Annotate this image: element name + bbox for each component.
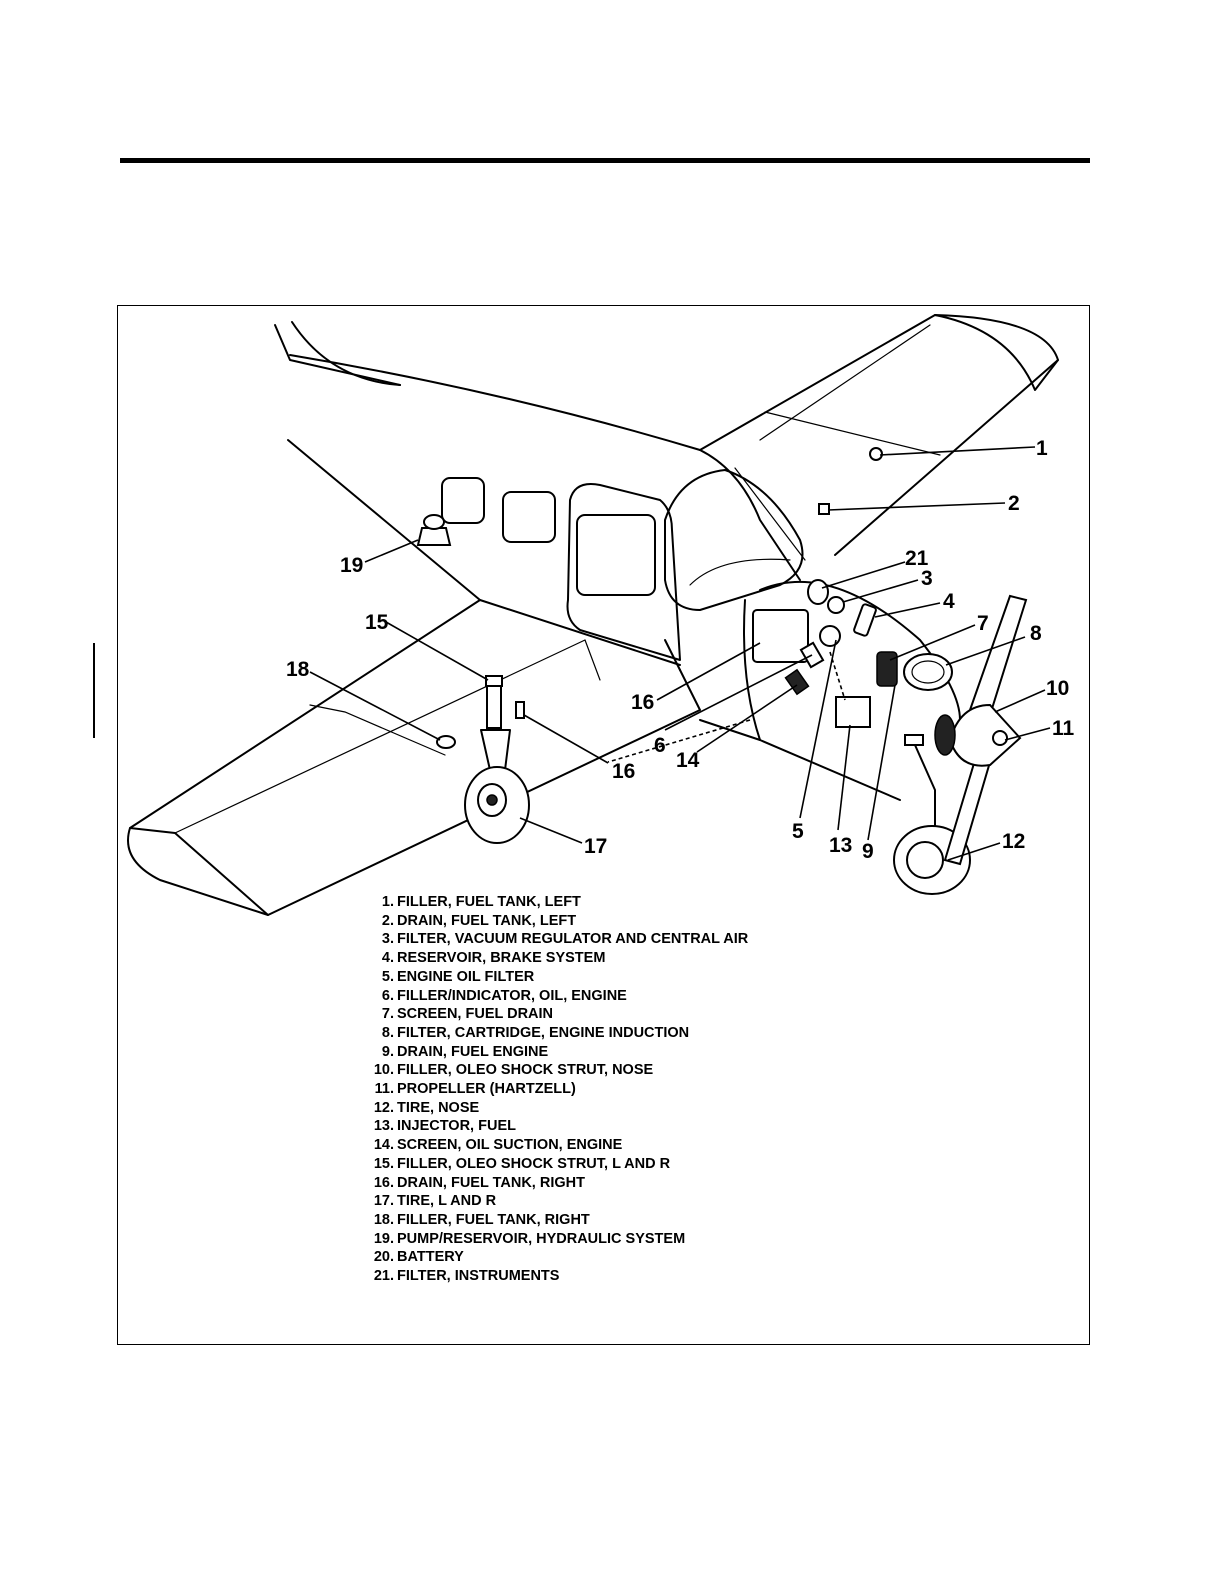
- legend-item: 3.FILTER, VACUUM REGULATOR AND CENTRAL A…: [381, 931, 749, 948]
- brake-reservoir: [853, 603, 877, 637]
- cabin-window-rear: [441, 477, 485, 524]
- nose-gear-and-propeller: [893, 594, 1028, 895]
- spinner: [948, 703, 1022, 767]
- fuselage: [287, 439, 806, 671]
- legend-item: 2.DRAIN, FUEL TANK, LEFT: [381, 912, 577, 929]
- callout-5: 5: [792, 820, 804, 843]
- oil-suction-screen: [784, 668, 810, 696]
- legend-item: 7.SCREEN, FUEL DRAIN: [381, 1006, 554, 1023]
- legend-item: 5.ENGINE OIL FILTER: [381, 968, 535, 985]
- callout-9: 9: [862, 840, 874, 863]
- legend-item: 1.FILLER, FUEL TANK, LEFT: [381, 894, 581, 910]
- callout-6: 6: [654, 734, 666, 757]
- left-wing: [699, 314, 1059, 556]
- callout-4: 4: [943, 590, 955, 613]
- callout-1: 1: [1036, 437, 1048, 460]
- instrument-filter: [807, 579, 829, 605]
- callout-18: 18: [286, 658, 310, 681]
- legend-item: 19.PUMP/RESERVOIR, HYDRAULIC SYSTEM: [373, 1230, 686, 1247]
- legend-item: 9.DRAIN, FUEL ENGINE: [381, 1043, 549, 1060]
- cabin-window-front: [576, 514, 656, 596]
- engine-components: [416, 447, 953, 728]
- callout-11: 11: [1052, 717, 1075, 740]
- callout-numbers: 1 2 21 3 4 7 8 10 11 12 5 13 9 16 6 14 1…: [286, 437, 1075, 863]
- callout-15: 15: [365, 611, 389, 634]
- engine-cowling: [699, 580, 961, 801]
- callout-14: 14: [676, 749, 700, 772]
- legend-item: 8.FILTER, CARTRIDGE, ENGINE INDUCTION: [381, 1024, 690, 1041]
- vacuum-filter: [827, 596, 845, 614]
- fuel-drain-screen: [876, 651, 898, 687]
- legend-item: 4.RESERVOIR, BRAKE SYSTEM: [381, 950, 606, 967]
- callout-7: 7: [977, 612, 989, 635]
- callout-8: 8: [1030, 622, 1042, 645]
- right-fuel-drain-valve: [515, 701, 525, 719]
- cabin-window-middle: [502, 491, 556, 543]
- legend-item: 20.BATTERY: [373, 1249, 464, 1266]
- leader-lines: [309, 446, 1051, 861]
- figure-frame: [117, 305, 1090, 1345]
- legend-item: 12.TIRE, NOSE: [373, 1099, 480, 1116]
- legend-item: 16.DRAIN, FUEL TANK, RIGHT: [373, 1174, 585, 1191]
- header-rule: [120, 158, 1090, 163]
- legend-item: 21.FILTER, INSTRUMENTS: [373, 1268, 560, 1285]
- legend-item: 13.INJECTOR, FUEL: [373, 1118, 516, 1135]
- callout-2: 2: [1008, 492, 1020, 515]
- tail-section: [274, 321, 701, 451]
- fuel-injector: [835, 696, 871, 728]
- hydraulic-pump-reservoir: [416, 527, 452, 546]
- cabin-door: [566, 483, 681, 661]
- callout-17: 17: [584, 835, 607, 858]
- engine-face: [934, 714, 956, 756]
- oil-filter: [819, 625, 841, 647]
- legend-item: 10.FILLER, OLEO SHOCK STRUT, NOSE: [373, 1062, 654, 1079]
- parts-legend: 1.FILLER, FUEL TANK, LEFT 2.DRAIN, FUEL …: [362, 893, 748, 1286]
- callout-13: 13: [829, 834, 852, 857]
- legend-item: 15.FILLER, OLEO SHOCK STRUT, L AND R: [373, 1155, 671, 1172]
- callout-19: 19: [340, 554, 363, 577]
- right-wing: [127, 599, 701, 916]
- right-fuel-filler-cap: [436, 735, 456, 749]
- induction-filter: [903, 653, 953, 691]
- main-landing-gear: [464, 675, 530, 844]
- legend-item: 18.FILLER, FUEL TANK, RIGHT: [373, 1211, 590, 1228]
- oleo-filler-main: [485, 675, 503, 687]
- callout-16-wing: 16: [612, 760, 635, 783]
- battery-box: [752, 609, 809, 663]
- margin-change-bar: [93, 643, 95, 738]
- callout-21: 21: [905, 547, 929, 570]
- callout-10: 10: [1046, 677, 1069, 700]
- legend-item: 14.SCREEN, OIL SUCTION, ENGINE: [373, 1137, 623, 1154]
- left-fuel-drain-valve: [818, 503, 830, 515]
- legend-item: 17.TIRE, L AND R: [373, 1193, 497, 1210]
- windshield: [664, 469, 804, 611]
- legend-item: 6.FILLER/INDICATOR, OIL, ENGINE: [381, 987, 627, 1004]
- callout-12: 12: [1002, 830, 1025, 853]
- callout-3: 3: [921, 567, 933, 590]
- oleo-filler-nose: [904, 734, 924, 746]
- callout-16-engine: 16: [631, 691, 654, 714]
- legend-item: 11.PROPELLER (HARTZELL): [374, 1081, 576, 1098]
- left-fuel-filler-cap: [869, 447, 883, 461]
